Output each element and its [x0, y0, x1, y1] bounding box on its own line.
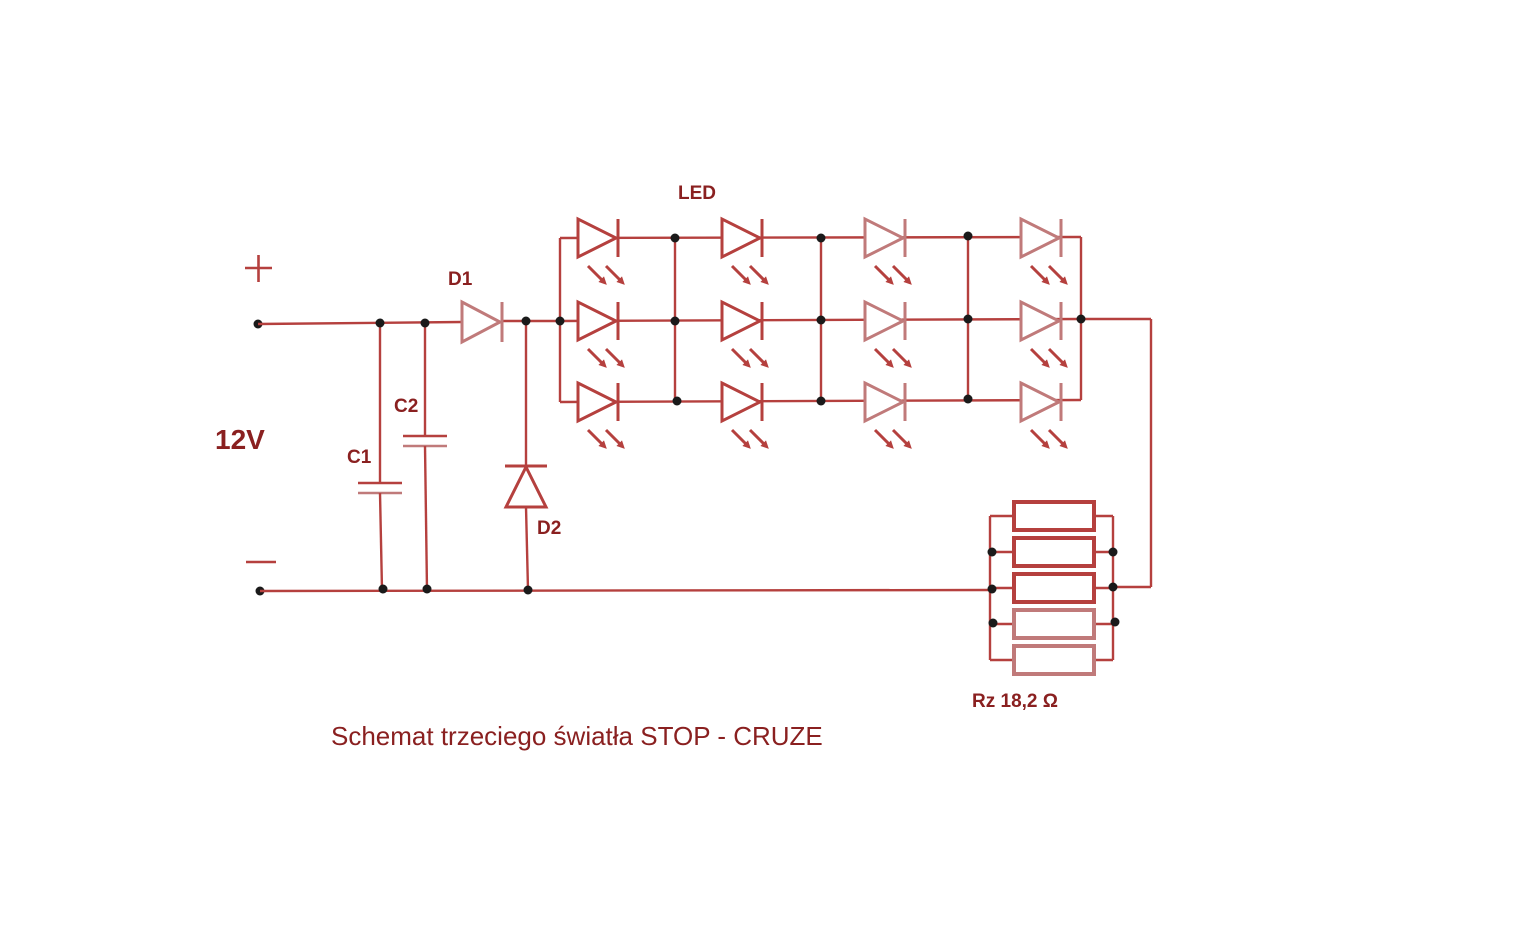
- junction-dot: [670, 316, 680, 326]
- junction-dot: [987, 584, 997, 594]
- led-1-1: [576, 216, 625, 285]
- resistor-3: [990, 572, 1113, 604]
- led-2-1: [720, 216, 769, 285]
- junction-dot: [963, 394, 973, 404]
- c1-label: C1: [347, 447, 372, 468]
- junction-dot: [420, 318, 430, 328]
- resistor-bank: Rz 18,2 Ω: [972, 500, 1115, 712]
- c2-label: C2: [394, 396, 418, 417]
- led-label: LED: [678, 183, 716, 204]
- d1-label: D1: [448, 269, 473, 290]
- led-3-2: [863, 299, 912, 368]
- junction-dot: [670, 233, 680, 243]
- junction-dot: [378, 584, 388, 594]
- led-1-3: [576, 380, 625, 449]
- capacitor-c2: C2: [394, 323, 447, 591]
- wire-ground: [259, 588, 991, 593]
- junction-dot: [1076, 314, 1086, 324]
- capacitor-c1: C1: [347, 323, 402, 591]
- power-input: 12V: [215, 255, 276, 596]
- junction-dot: [422, 584, 432, 594]
- junction-dot: [963, 314, 973, 324]
- junction-dot: [816, 233, 826, 243]
- junction-dot: [988, 618, 998, 628]
- voltage-label: 12V: [215, 424, 265, 455]
- led-4-3: [1019, 380, 1068, 449]
- led-2-2: [720, 299, 769, 368]
- led-3-1: [863, 216, 912, 285]
- resistor-1: [990, 500, 1113, 532]
- resistor-4: [990, 608, 1113, 640]
- junction-dot: [1108, 582, 1118, 592]
- junction-dot: [672, 396, 682, 406]
- junction-dot: [963, 231, 973, 241]
- led-2-3: [720, 380, 769, 449]
- junction-dot: [1108, 547, 1118, 557]
- junction-dot: [523, 585, 533, 595]
- junction-dot: [521, 316, 531, 326]
- junction-dot: [816, 396, 826, 406]
- junction-dot: [375, 318, 385, 328]
- junction-dot: [987, 547, 997, 557]
- resistor-label: Rz 18,2 Ω: [972, 691, 1058, 712]
- led-4-2: [1019, 299, 1068, 368]
- diagram-title: Schemat trzeciego światła STOP - CRUZE: [331, 721, 823, 751]
- resistor-5: [990, 644, 1113, 676]
- d2-label: D2: [537, 518, 561, 539]
- led-3-3: [863, 380, 912, 449]
- junction-dot: [816, 315, 826, 325]
- junction-dot: [1110, 617, 1120, 627]
- resistor-2: [990, 536, 1113, 568]
- diode-d1: D1: [448, 269, 504, 345]
- diode-d2: D2: [503, 321, 561, 591]
- led-1-2: [576, 299, 625, 368]
- junction-dot: [555, 316, 565, 326]
- led-bank: LED: [558, 183, 1083, 449]
- led-4-1: [1019, 216, 1068, 285]
- wire-top-left: [257, 320, 463, 326]
- junction-dots: [375, 231, 1120, 628]
